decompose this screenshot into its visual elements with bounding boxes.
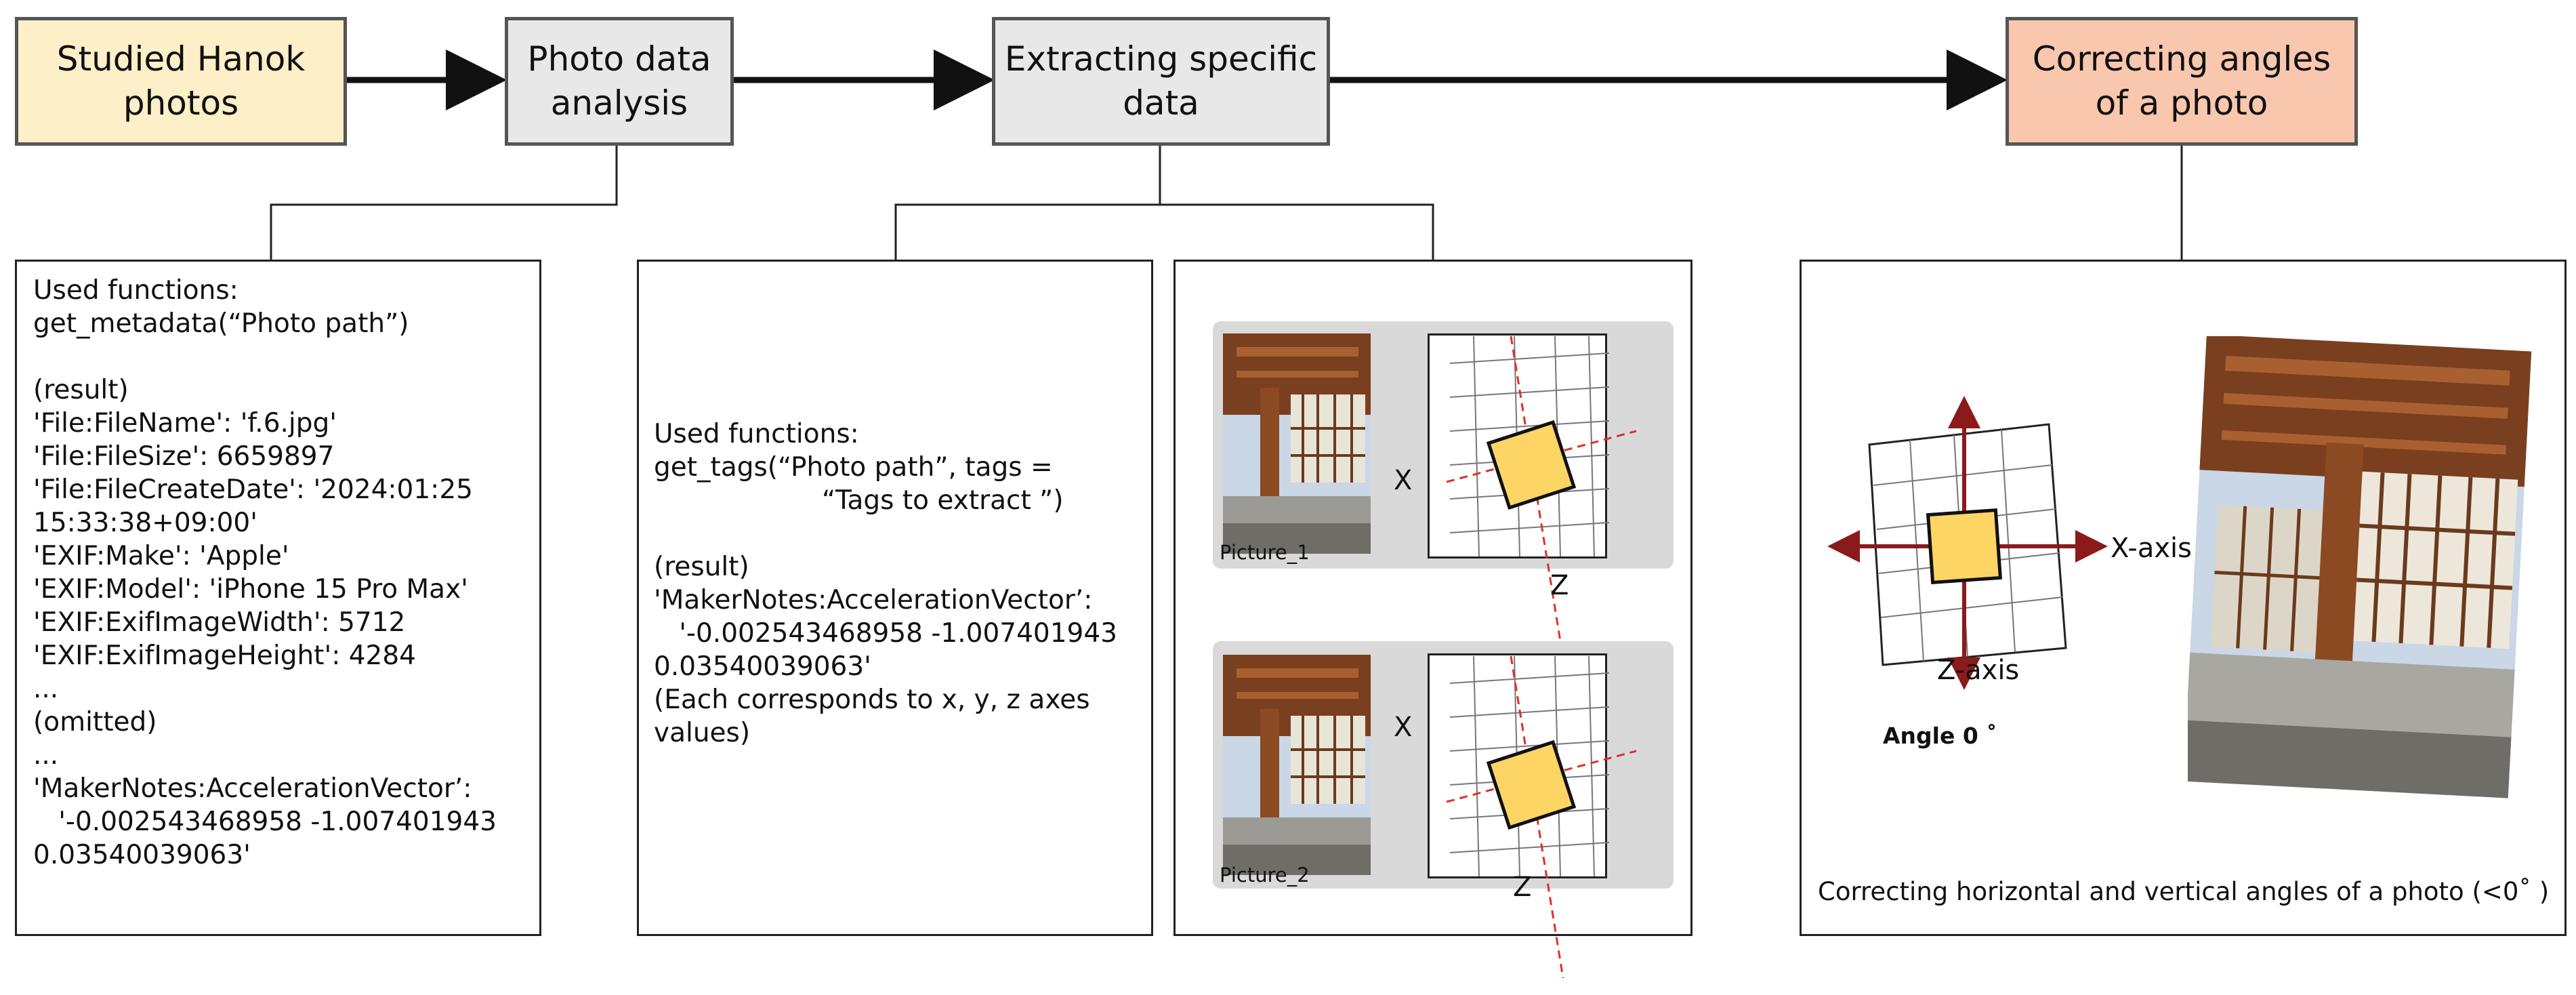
step-studied-hanok-photos: Studied Hanok photos — [15, 17, 347, 146]
picture-1-label: Picture_1 — [1220, 541, 1310, 564]
z-label-1: Z — [1550, 570, 1569, 601]
hanok-photo-2 — [1223, 655, 1371, 875]
tags-line: (result) — [654, 552, 749, 582]
z-label-2: Z — [1513, 872, 1532, 903]
x-label-2: X — [1394, 712, 1413, 743]
angle-label: Angle 0 ˚ — [1883, 723, 1997, 749]
metadata-line: '-0.002543468958 -1.007401943 — [33, 807, 497, 837]
metadata-line: 'EXIF:ExifImageWidth': 5712 — [33, 607, 406, 638]
metadata-line: ... — [33, 674, 59, 704]
tags-line: '-0.002543468958 -1.007401943 — [654, 618, 1117, 649]
tags-line: (Each corresponds to x, y, z axes — [654, 685, 1090, 715]
metadata-line: 'File:FileName': 'f.6.jpg' — [33, 408, 337, 439]
rotation-diagram-2 — [1446, 655, 1637, 979]
tags-line: 'MakerNotes:AccelerationVector’: — [654, 585, 1093, 615]
tags-line: values) — [654, 718, 751, 748]
metadata-line: Used functions: — [33, 275, 238, 306]
picture-2-label: Picture_2 — [1220, 864, 1310, 887]
connector-layer — [270, 49, 2183, 260]
metadata-line — [33, 340, 497, 373]
tilted-square-1 — [1486, 420, 1577, 510]
pictures-panel: X Z Picture_1 X Z Picture_2 — [1173, 260, 1692, 979]
metadata-line: 'MakerNotes:AccelerationVector’: — [33, 773, 472, 804]
metadata-line: ... — [33, 740, 59, 771]
step-label: Photo data analysis — [527, 39, 711, 123]
metadata-line: 'File:FileCreateDate': '2024:01:25 — [33, 474, 473, 505]
metadata-line: get_metadata(“Photo path”) — [33, 308, 409, 339]
step-extracting-specific-data: Extracting specific data — [992, 17, 1330, 146]
metadata-line: (omitted) — [33, 707, 157, 737]
tilted-square-2 — [1486, 739, 1577, 830]
rotation-diagram-1 — [1446, 336, 1637, 659]
correction-panel: X-axis Z-axis Angle 0 ˚ Correcting horiz… — [1800, 260, 2567, 936]
metadata-line: 'EXIF:ExifImageHeight': 4284 — [33, 641, 416, 671]
corrected-hanok-photo — [2183, 334, 2533, 798]
step-photo-data-analysis: Photo data analysis — [505, 17, 734, 146]
corrected-square — [1926, 508, 2003, 585]
tags-line: 0.03540039063' — [654, 651, 871, 682]
metadata-line: (result) — [33, 375, 129, 405]
metadata-text: Used functions:get_metadata(“Photo path”… — [33, 274, 497, 872]
tags-line: “Tags to extract ”) — [654, 485, 1064, 516]
step-label: Studied Hanok photos — [56, 39, 306, 123]
metadata-line: 'EXIF:Model': 'iPhone 15 Pro Max' — [33, 574, 468, 605]
tags-line: get_tags(“Photo path”, tags = — [654, 452, 1053, 483]
metadata-line: 0.03540039063' — [33, 840, 251, 870]
tags-line — [654, 517, 1117, 550]
correction-caption: Correcting horizontal and vertical angle… — [1818, 877, 2550, 906]
hanok-photo-1 — [1223, 333, 1371, 554]
connector-extract-panels — [894, 146, 1161, 260]
metadata-line: 15:33:38+09:00' — [33, 508, 257, 538]
x-label-1: X — [1394, 465, 1413, 496]
axis-diagram — [1827, 396, 2108, 690]
tags-panel: Used functions:get_tags(“Photo path”, ta… — [637, 260, 1153, 936]
tags-text: Used functions:get_tags(“Photo path”, ta… — [654, 418, 1117, 750]
connector-extract-pictures — [1160, 203, 1434, 260]
step-label: Correcting angles of a photo — [2032, 39, 2331, 123]
tags-line: Used functions: — [654, 419, 859, 449]
metadata-line: 'EXIF:Make': 'Apple' — [33, 541, 289, 571]
x-axis-label: X-axis — [2111, 533, 2192, 564]
connector-analysis-metadata — [270, 146, 618, 260]
step-correcting-angles: Correcting angles of a photo — [2006, 17, 2358, 146]
z-axis-label: Z-axis — [1937, 655, 2020, 686]
step-label: Extracting specific data — [1004, 39, 1318, 123]
metadata-panel: Used functions:get_metadata(“Photo path”… — [15, 260, 541, 936]
metadata-line: 'File:FileSize': 6659897 — [33, 441, 335, 472]
